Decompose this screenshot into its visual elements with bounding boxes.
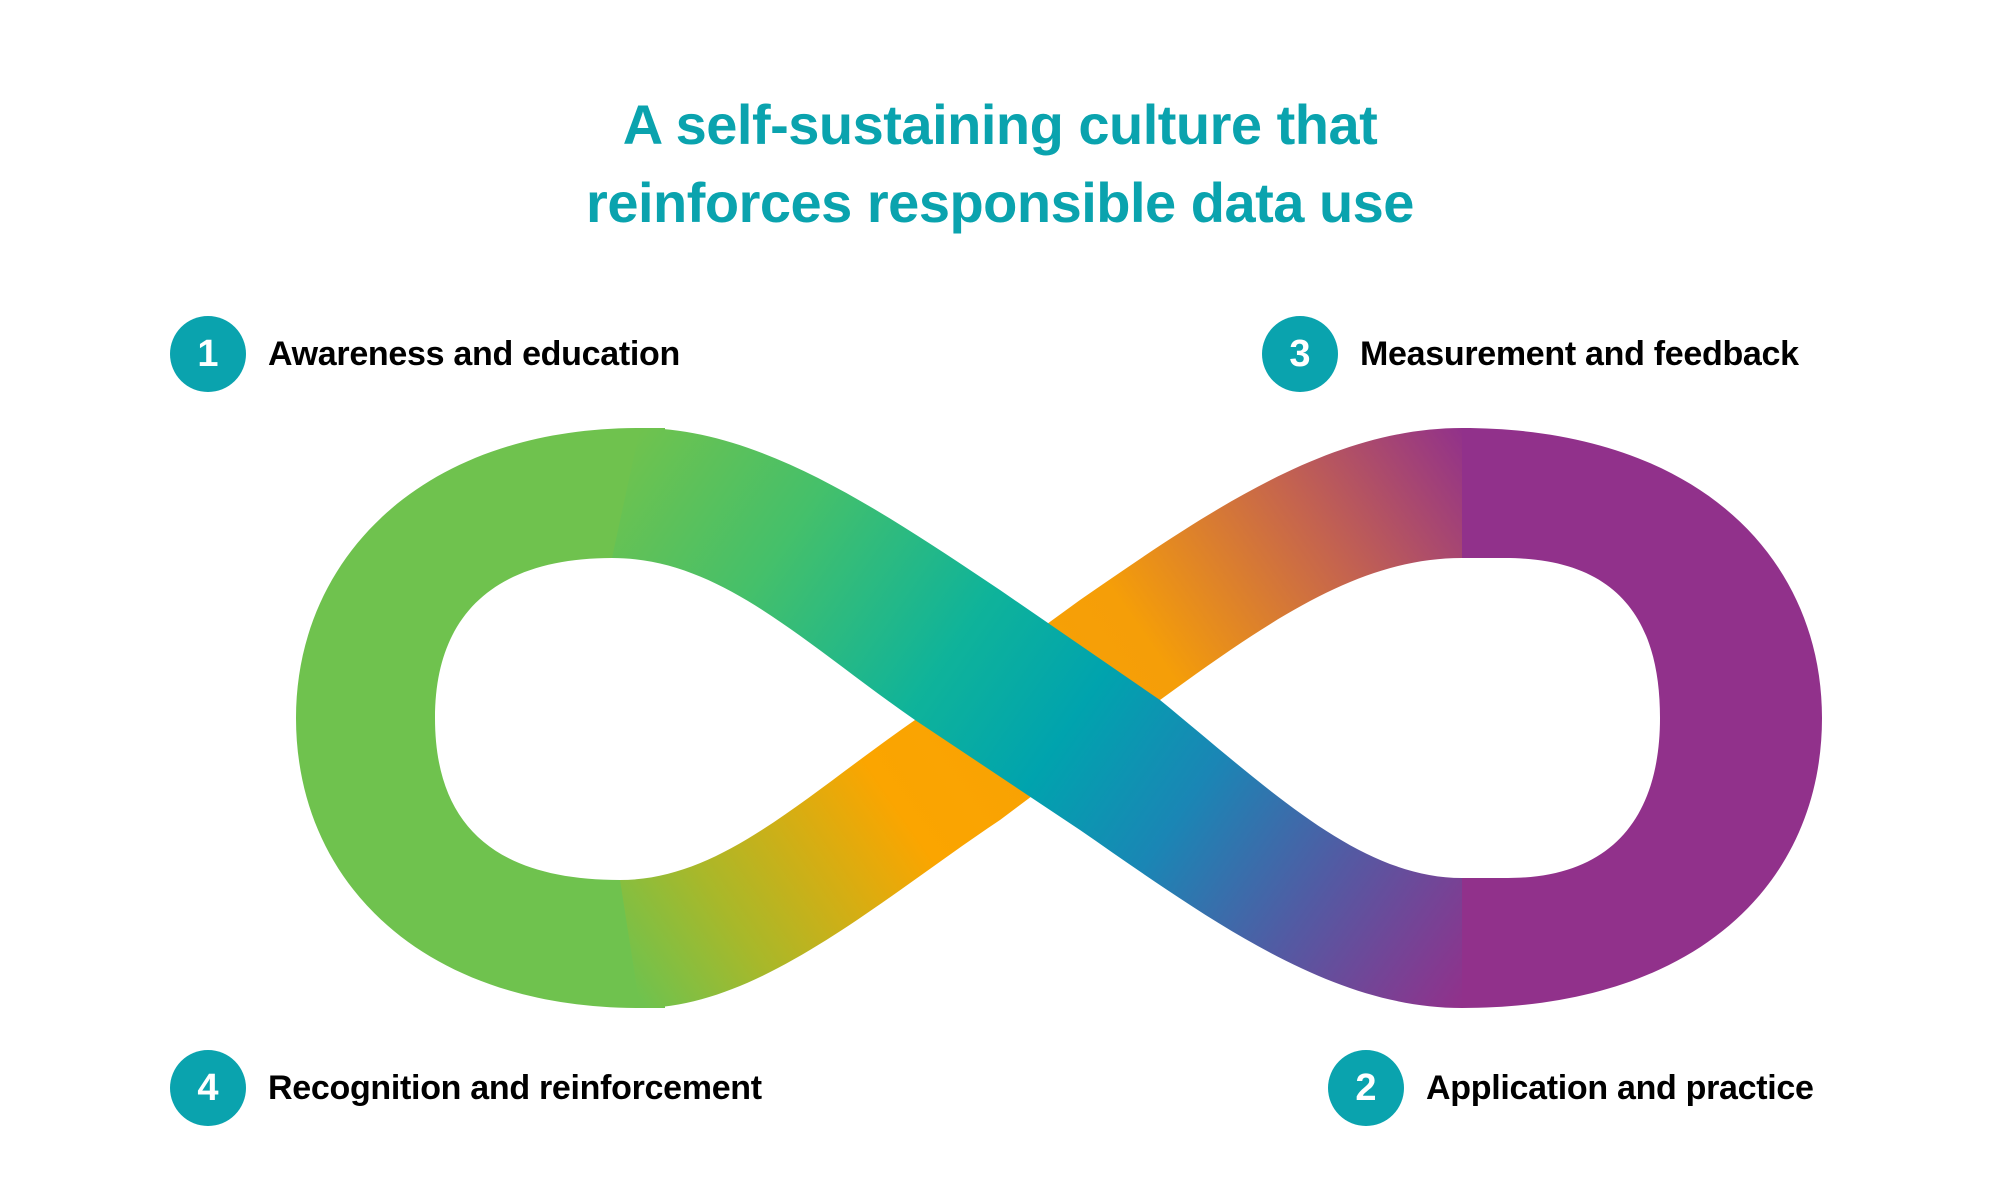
stage-number-badge: 4 xyxy=(170,1050,246,1126)
stage-label: Application and practice xyxy=(1426,1068,1814,1107)
stage-label: Measurement and feedback xyxy=(1360,334,1799,373)
stage-label: Recognition and reinforcement xyxy=(268,1068,762,1107)
stage-number-badge: 1 xyxy=(170,316,246,392)
stage-awareness-education: 1 Awareness and education xyxy=(170,316,680,392)
front-strand xyxy=(612,428,1462,1008)
title-line-1: A self-sustaining culture that xyxy=(622,93,1378,156)
stage-application-practice: 2 Application and practice xyxy=(1328,1050,1814,1126)
diagram-title: A self-sustaining culture that reinforce… xyxy=(0,86,2000,242)
right-loop xyxy=(1462,428,1822,1008)
stage-number-badge: 3 xyxy=(1262,316,1338,392)
stage-label: Awareness and education xyxy=(268,334,680,373)
stage-recognition-reinforcement: 4 Recognition and reinforcement xyxy=(170,1050,762,1126)
stage-measurement-feedback: 3 Measurement and feedback xyxy=(1262,316,1799,392)
title-line-2: reinforces responsible data use xyxy=(586,171,1414,234)
left-loop xyxy=(296,428,665,1008)
stage-number-badge: 2 xyxy=(1328,1050,1404,1126)
